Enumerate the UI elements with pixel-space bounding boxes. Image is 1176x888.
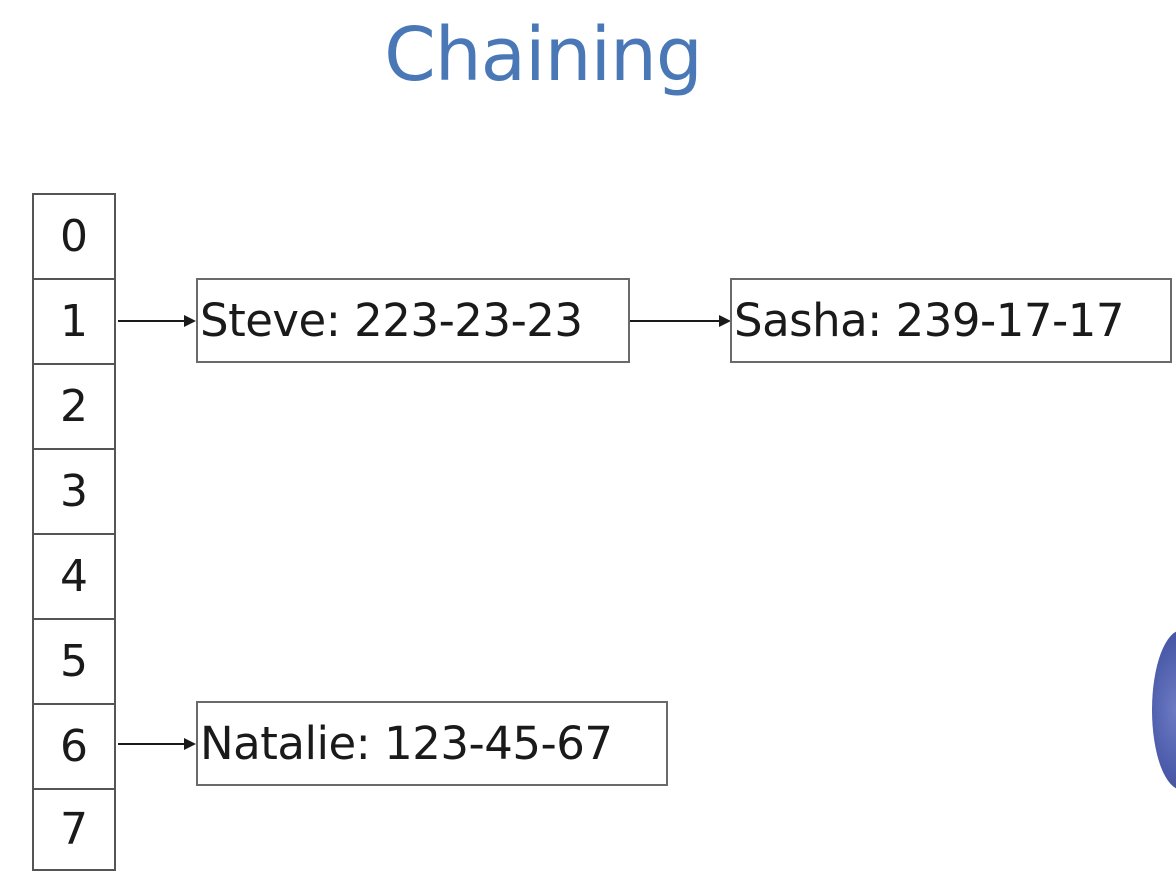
decorative-avatar <box>1152 630 1176 790</box>
table-slot-4: 4 <box>32 533 116 620</box>
chain-node-steve: Steve: 223-23-23 <box>196 278 630 363</box>
chain-node-natalie: Natalie: 123-45-67 <box>196 701 668 786</box>
arrow-steve-to-sasha <box>630 315 731 327</box>
table-slot-6: 6 <box>32 703 116 790</box>
table-slot-0: 0 <box>32 193 116 280</box>
chain-node-sasha: Sasha: 239-17-17 <box>730 278 1172 363</box>
table-slot-1: 1 <box>32 278 116 365</box>
arrow-slot-1-to-steve <box>118 315 196 327</box>
table-slot-7: 7 <box>32 788 116 871</box>
arrow-slot-6-to-natalie <box>118 738 196 750</box>
slide-title: Chaining <box>384 12 703 98</box>
table-slot-3: 3 <box>32 448 116 535</box>
table-slot-2: 2 <box>32 363 116 450</box>
table-slot-5: 5 <box>32 618 116 705</box>
